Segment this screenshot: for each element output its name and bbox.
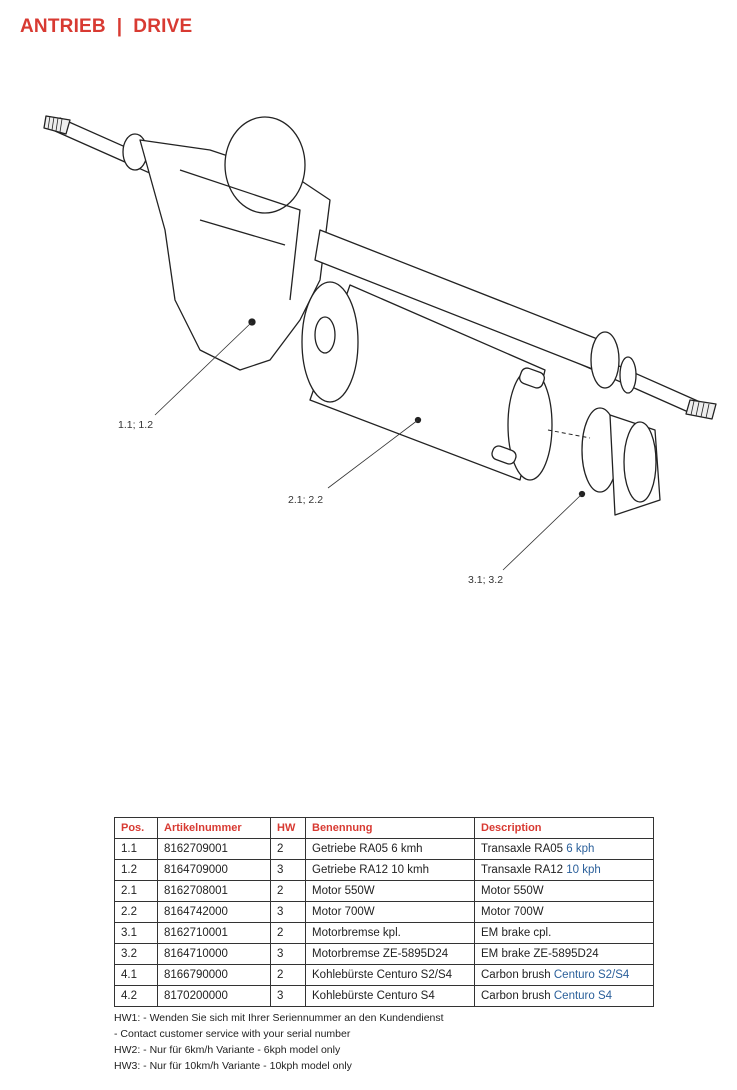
cell-article: 8162709001 [157, 838, 271, 860]
cell-pos: 4.1 [114, 964, 158, 986]
desc-text: Motor 700W [481, 906, 544, 918]
cell-article: 8162710001 [157, 922, 271, 944]
cell-pos: 3.1 [114, 922, 158, 944]
table-row: 2.1 8162708001 2 Motor 550W Motor 550W [114, 880, 654, 902]
table-row: 1.2 8164709000 3 Getriebe RA12 10 kmh Tr… [114, 859, 654, 881]
cell-benennung: Motor 700W [305, 901, 475, 923]
table-row: 4.2 8170200000 3 Kohlebürste Centuro S4 … [114, 985, 654, 1007]
col-description: Description [474, 817, 654, 839]
cell-pos: 1.1 [114, 838, 158, 860]
table-row: 4.1 8166790000 2 Kohlebürste Centuro S2/… [114, 964, 654, 986]
gearbox-cover [224, 116, 306, 214]
cell-benennung: Motorbremse ZE-5895D24 [305, 943, 475, 965]
cell-description: Motor 550W [474, 880, 654, 902]
callout-2: 2.1; 2.2 [288, 494, 324, 506]
page-title: ANTRIEB | DRIVE [20, 16, 193, 37]
cell-description: Carbon brush Centuro S2/S4 [474, 964, 654, 986]
col-hw: HW [270, 817, 306, 839]
cell-article: 8166790000 [157, 964, 271, 986]
cell-hw: 3 [270, 901, 306, 923]
cell-article: 8164742000 [157, 901, 271, 923]
cell-hw: 3 [270, 943, 306, 965]
cell-description: Motor 700W [474, 901, 654, 923]
cell-pos: 1.2 [114, 859, 158, 881]
table-row: 3.2 8164710000 3 Motorbremse ZE-5895D24 … [114, 943, 654, 965]
cell-benennung: Motorbremse kpl. [305, 922, 475, 944]
footnote-hw2: HW2: - Nur für 6km/h Variante - 6kph mod… [114, 1044, 341, 1056]
desc-variant: Centuro S2/S4 [553, 969, 630, 981]
cell-hw: 2 [270, 922, 306, 944]
desc-text: Transaxle RA05 [481, 843, 567, 855]
cell-article: 8164709000 [157, 859, 271, 881]
footnotes: HW1: - Wenden Sie sich mit Ihrer Serienn… [114, 1010, 444, 1074]
callout-1: 1.1; 1.2 [118, 419, 154, 431]
drive-exploded-diagram [43, 115, 717, 571]
desc-text: Carbon brush [481, 969, 554, 981]
footnote-hw1-en: - Contact customer service with your ser… [114, 1028, 351, 1040]
desc-text: Motor 550W [481, 885, 544, 897]
cell-article: 8170200000 [157, 985, 271, 1007]
cell-description: EM brake ZE-5895D24 [474, 943, 654, 965]
cell-hw: 3 [270, 859, 306, 881]
cell-benennung: Kohlebürste Centuro S2/S4 [305, 964, 475, 986]
cell-benennung: Motor 550W [305, 880, 475, 902]
desc-variant: 10 kph [566, 864, 601, 876]
desc-variant: 6 kph [566, 843, 595, 855]
table-row: 2.2 8164742000 3 Motor 700W Motor 700W [114, 901, 654, 923]
col-benennung: Benennung [305, 817, 475, 839]
cell-description: Transaxle RA12 10 kph [474, 859, 654, 881]
desc-text: EM brake ZE-5895D24 [481, 948, 599, 960]
desc-variant: Centuro S4 [553, 990, 613, 1002]
motor-end-cap [507, 369, 553, 481]
table-row: 3.1 8162710001 2 Motorbremse kpl. EM bra… [114, 922, 654, 944]
right-bearing [590, 331, 620, 389]
cell-pos: 2.1 [114, 880, 158, 902]
cell-hw: 3 [270, 985, 306, 1007]
cell-benennung: Kohlebürste Centuro S4 [305, 985, 475, 1007]
col-pos: Pos. [114, 817, 158, 839]
cell-article: 8162708001 [157, 880, 271, 902]
cell-description: EM brake cpl. [474, 922, 654, 944]
table-row: 1.1 8162709001 2 Getriebe RA05 6 kmh Tra… [114, 838, 654, 860]
table-header-row: Pos. Artikelnummer HW Benennung Descript… [114, 817, 654, 839]
cell-benennung: Getriebe RA05 6 kmh [305, 838, 475, 860]
cell-pos: 2.2 [114, 901, 158, 923]
cell-pos: 4.2 [114, 985, 158, 1007]
cell-article: 8164710000 [157, 943, 271, 965]
desc-text: Transaxle RA12 [481, 864, 567, 876]
cell-pos: 3.2 [114, 943, 158, 965]
callout-3: 3.1; 3.2 [468, 574, 504, 586]
cell-hw: 2 [270, 838, 306, 860]
footnote-hw3: HW3: - Nur für 10km/h Variante - 10kph m… [114, 1060, 352, 1072]
parts-table: Pos. Artikelnummer HW Benennung Descript… [114, 817, 654, 1007]
col-article: Artikelnummer [157, 817, 271, 839]
cell-benennung: Getriebe RA12 10 kmh [305, 859, 475, 881]
desc-text: Carbon brush [481, 990, 554, 1002]
desc-text: EM brake cpl. [481, 927, 552, 939]
cell-description: Transaxle RA05 6 kph [474, 838, 654, 860]
cell-description: Carbon brush Centuro S4 [474, 985, 654, 1007]
cell-hw: 2 [270, 880, 306, 902]
footnote-hw1: HW1: - Wenden Sie sich mit Ihrer Serienn… [114, 1012, 444, 1024]
cell-hw: 2 [270, 964, 306, 986]
